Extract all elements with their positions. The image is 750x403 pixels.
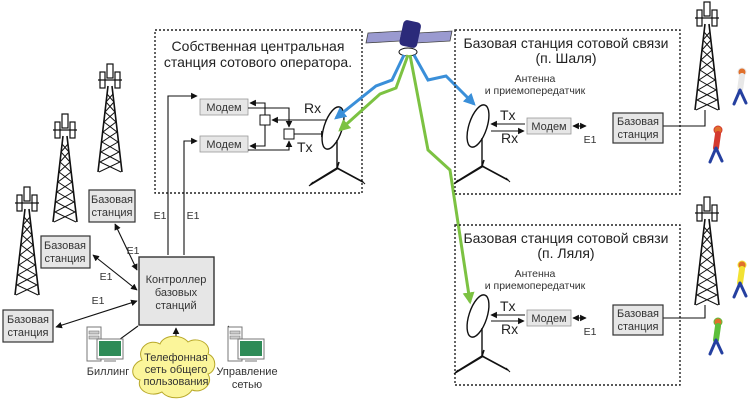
lyalya-bts-line1: Базовая: [617, 308, 659, 320]
bsc-controller-box: [138, 256, 215, 326]
local-bts-3-e1-label: E1: [92, 295, 105, 307]
network-management-computer-icon: [227, 326, 265, 363]
pstn-line1: Телефонная: [144, 352, 208, 364]
local-bts-2-line1: Базовая: [44, 240, 86, 252]
lyalya-modem: [526, 309, 572, 327]
shalya-title-line2: (п. Шаля): [535, 50, 596, 66]
central-modem-1-label: Модем: [206, 102, 241, 114]
shalya-antenna-line2: и приемопередатчик: [485, 85, 586, 97]
local-bts-2-e1-label: E1: [100, 271, 113, 283]
shalya-title-line1: Базовая станция сотовой связи: [463, 35, 668, 51]
shalya-rx-label: Rx: [501, 130, 518, 146]
pstn-line2: сеть общего: [145, 364, 207, 376]
local-tower-1-icon: [97, 63, 123, 173]
splitter-tx: [283, 128, 295, 140]
satellite-link-central-green: [338, 54, 410, 132]
local-tower-3-icon: [14, 186, 40, 296]
local-bts-3-line1: Базовая: [7, 314, 49, 326]
lyalya-antenna-line1: Антенна: [515, 268, 556, 280]
local-bts-3-box: [2, 309, 54, 343]
lyalya-frame: [454, 224, 681, 386]
lyalya-tower-icon: [694, 196, 720, 306]
lyalya-bts-line2: станция: [617, 321, 658, 333]
remote-site-lyalya: Базовая станция сотовой связи (п. Ляля) …: [453, 224, 706, 386]
network-mgmt-line1: Управление: [216, 366, 277, 378]
lyalya-modem-label: Модем: [531, 313, 566, 325]
local-tower-2-icon: [52, 113, 78, 223]
controller-line1: Контроллер: [146, 274, 207, 286]
shalya-frame: [454, 29, 681, 195]
central-station-title-line2: станция сотового оператора.: [164, 54, 352, 70]
billing-label: Биллинг: [87, 366, 129, 378]
lyalya-title-line1: Базовая станция сотовой связи: [463, 230, 668, 246]
central-station-group: Собственная центральная станция сотового…: [154, 29, 366, 255]
central-modem-2-label: Модем: [206, 139, 241, 151]
satellite-icon: [365, 20, 453, 57]
lyalya-antenna-line2: и приемопередатчик: [485, 280, 586, 292]
local-bts-1-line1: Базовая: [91, 194, 133, 206]
local-bts-1-e1-label: E1: [127, 245, 140, 257]
controller-uplink-1-e1-label: E1: [154, 210, 167, 222]
shalya-bts-line1: Базовая: [617, 116, 659, 128]
central-modem-2: [199, 135, 249, 153]
central-tx-label: Tx: [297, 139, 313, 155]
network-mgmt-line2: сетью: [232, 379, 262, 391]
controller-line2: базовых: [155, 287, 198, 299]
shalya-tx-label: Tx: [500, 107, 516, 123]
lyalya-rx-label: Rx: [501, 321, 518, 337]
lyalya-e1-label: E1: [584, 326, 597, 338]
billing-computer-icon: [86, 326, 124, 363]
shalya-e1-label: E1: [584, 134, 597, 146]
user-icon: [734, 261, 746, 297]
satellite-link-shalya: [412, 54, 476, 106]
shalya-antenna-line1: Антенна: [515, 73, 556, 85]
shalya-tower-icon: [694, 1, 720, 111]
shalya-bts-box: [612, 112, 664, 144]
shalya-bts-line2: станция: [617, 129, 658, 141]
central-station-title-line1: Собственная центральная: [172, 38, 345, 54]
local-bts-3-line2: станция: [7, 327, 48, 339]
local-bts-1-line2: станция: [91, 207, 132, 219]
local-bts-2-line2: станция: [44, 253, 85, 265]
lyalya-bts-box: [612, 304, 664, 336]
local-bts-1-box: [88, 189, 136, 223]
lyalya-title-line2: (п. Ляля): [537, 245, 594, 261]
splitter-rx: [259, 114, 271, 126]
lyalya-tx-label: Tx: [500, 298, 516, 314]
pstn-cloud-icon: [132, 335, 216, 399]
controller-uplink-2-e1-label: E1: [187, 210, 200, 222]
pstn-line3: пользования: [143, 376, 208, 388]
controller-line3: станций: [155, 300, 196, 312]
central-modem-1: [199, 98, 249, 116]
central-rx-label: Rx: [304, 100, 321, 116]
remote-site-shalya: Базовая станция сотовой связи (п. Шаля) …: [453, 29, 706, 195]
shalya-modem: [526, 117, 572, 135]
satellite-link-lyalya: [408, 54, 475, 305]
satellite-link-central-blue: [334, 54, 406, 120]
user-icon: [710, 318, 722, 354]
user-icon: [710, 126, 722, 162]
local-bts-2-box: [40, 235, 91, 269]
user-icon: [734, 68, 746, 104]
shalya-modem-label: Модем: [531, 121, 566, 133]
